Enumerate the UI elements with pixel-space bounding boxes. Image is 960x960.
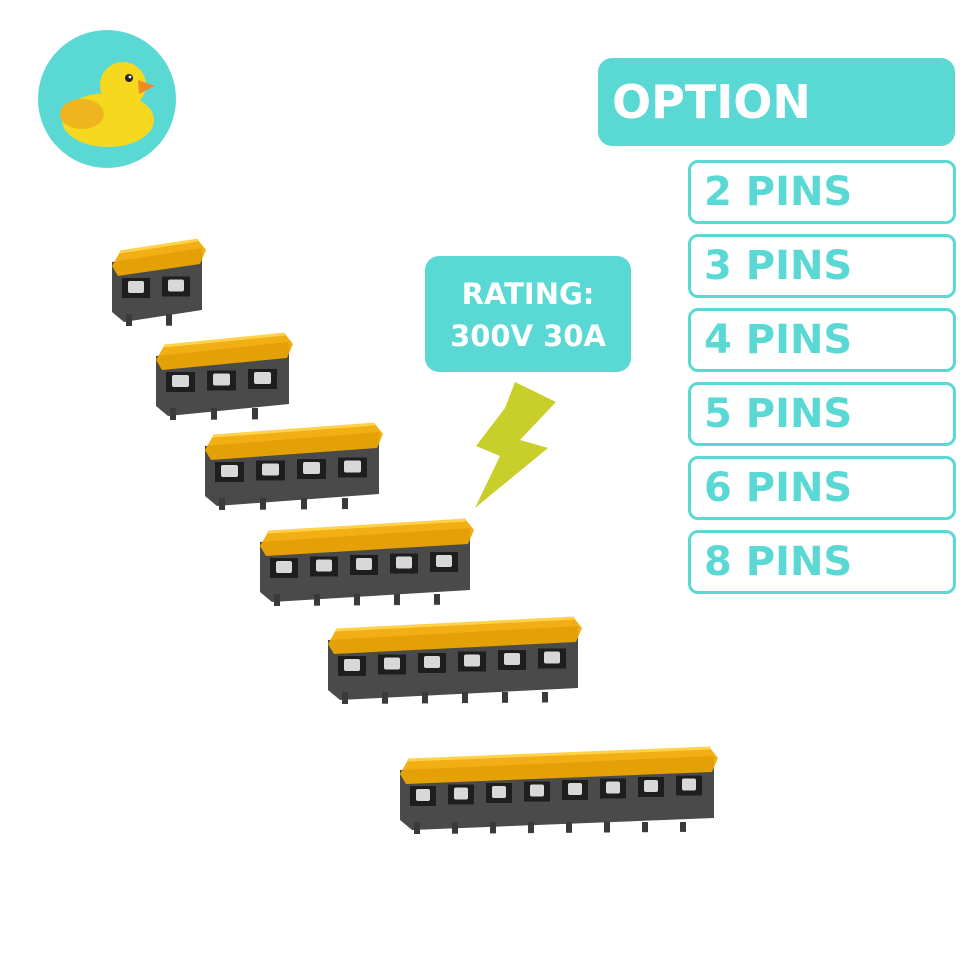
pin-option-6[interactable]: 6 PINS (688, 456, 956, 520)
pin-option-4[interactable]: 4 PINS (688, 308, 956, 372)
rating-badge: RATING: 300V 30A (425, 256, 631, 372)
rating-value: 300V 30A (450, 319, 606, 353)
terminal-block-2-pin (112, 238, 206, 326)
pin-option-3[interactable]: 3 PINS (688, 234, 956, 298)
pin-option-2[interactable]: 2 PINS (688, 160, 956, 224)
pin-option-5[interactable]: 5 PINS (688, 382, 956, 446)
terminal-block-8-pin (400, 746, 718, 834)
duck-icon (38, 30, 176, 168)
rating-label: RATING: (461, 277, 595, 311)
option-title: OPTION (598, 58, 955, 146)
terminal-block-4-pin (205, 422, 383, 510)
pin-option-8[interactable]: 8 PINS (688, 530, 956, 594)
brand-logo (38, 30, 176, 168)
pin-options-list: 2 PINS 3 PINS 4 PINS 5 PINS 6 PINS 8 PINS (688, 160, 956, 604)
terminal-block-3-pin (156, 332, 293, 420)
terminal-block-5-pin (260, 518, 474, 606)
terminal-block-6-pin (328, 616, 582, 704)
